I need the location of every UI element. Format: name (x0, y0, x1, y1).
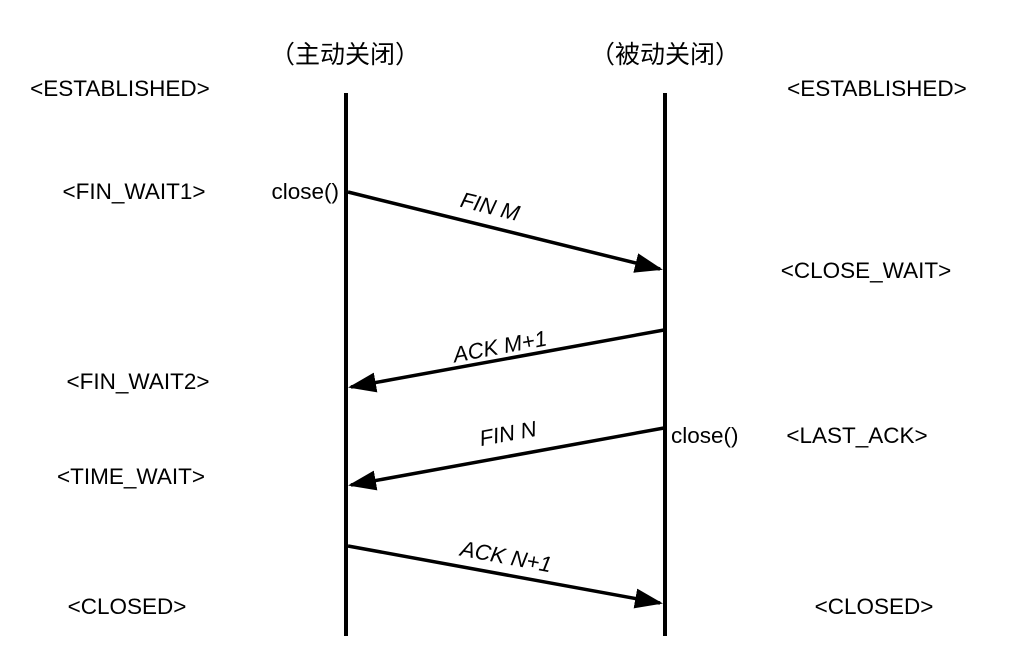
close-call-right-label: close() (671, 423, 739, 448)
state-closed-left: <CLOSED> (68, 594, 187, 619)
state-established-left: <ESTABLISHED> (30, 76, 210, 101)
state-closed-right: <CLOSED> (815, 594, 934, 619)
state-time-wait: <TIME_WAIT> (57, 464, 205, 489)
fin-n-arrow (348, 426, 665, 491)
passive-closer-title: （被动关闭） (590, 41, 740, 69)
fin-n-label: FIN N (477, 416, 538, 451)
ack-n1-arrow (347, 544, 663, 609)
state-fin-wait1: <FIN_WAIT1> (63, 179, 206, 204)
state-established-right: <ESTABLISHED> (787, 76, 967, 101)
state-fin-wait2: <FIN_WAIT2> (67, 369, 210, 394)
ack-m1-arrow (348, 328, 665, 393)
fin-m-arrow (347, 190, 663, 273)
state-last-ack: <LAST_ACK> (786, 423, 927, 448)
ack-n1-label: ACK N+1 (456, 535, 553, 577)
active-closer-title: （主动关闭） (270, 41, 420, 69)
state-close-wait: <CLOSE_WAIT> (781, 258, 951, 283)
close-call-left-label: close() (271, 179, 339, 204)
